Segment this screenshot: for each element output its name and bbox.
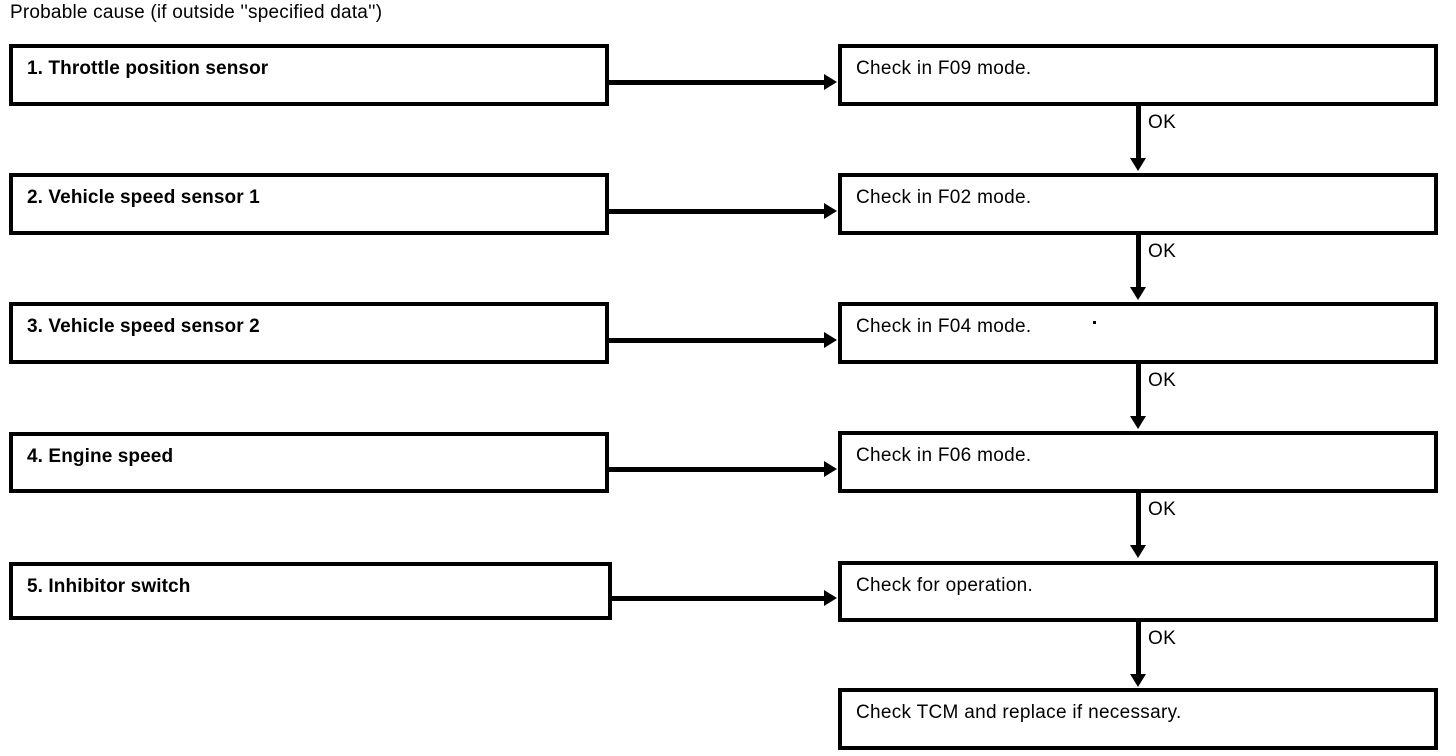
arrowhead-cause-4-to-check-4: [824, 461, 837, 477]
connector-check-5-to-check-6: [1136, 622, 1141, 676]
connector-cause-5-to-check-5: [612, 596, 828, 601]
arrowhead-cause-1-to-check-1: [824, 74, 837, 90]
arrowhead-check-2-to-check-3: [1130, 287, 1146, 300]
cause-box-3-label: 3. Vehicle speed sensor 2: [27, 316, 260, 337]
cause-box-2: 2. Vehicle speed sensor 1: [9, 173, 609, 235]
check-box-3: Check in F04 mode.: [838, 302, 1438, 364]
connector-check-2-to-check-3: [1136, 235, 1141, 289]
cause-box-4: 4. Engine speed: [9, 432, 609, 493]
connector-cause-4-to-check-4: [609, 467, 828, 472]
check-box-3-label: Check in F04 mode.: [856, 316, 1032, 337]
check-box-6: Check TCM and replace if necessary.: [838, 688, 1438, 750]
ok-label-2: OK: [1148, 241, 1177, 262]
cause-box-5: 5. Inhibitor switch: [9, 562, 612, 620]
connector-check-3-to-check-4: [1136, 364, 1141, 418]
check-box-5-label: Check for operation.: [856, 575, 1034, 596]
connector-cause-2-to-check-2: [609, 209, 828, 214]
print-speck: [1093, 321, 1096, 324]
cause-box-1-label: 1. Throttle position sensor: [27, 58, 269, 79]
check-box-1-label: Check in F09 mode.: [856, 58, 1032, 79]
connector-check-1-to-check-2: [1136, 106, 1141, 160]
ok-label-3: OK: [1148, 370, 1177, 391]
check-box-2: Check in F02 mode.: [838, 173, 1438, 235]
connector-check-4-to-check-5: [1136, 493, 1141, 547]
arrowhead-check-4-to-check-5: [1130, 545, 1146, 558]
cause-box-5-label: 5. Inhibitor switch: [27, 576, 191, 597]
check-box-5: Check for operation.: [838, 561, 1438, 622]
arrowhead-cause-5-to-check-5: [824, 590, 837, 606]
arrowhead-cause-2-to-check-2: [824, 203, 837, 219]
check-box-2-label: Check in F02 mode.: [856, 187, 1032, 208]
diagram-caption: Probable cause (if outside ''specified d…: [10, 2, 383, 23]
cause-box-1: 1. Throttle position sensor: [9, 44, 609, 106]
ok-label-4: OK: [1148, 499, 1177, 520]
connector-cause-1-to-check-1: [609, 80, 828, 85]
check-box-4: Check in F06 mode.: [838, 431, 1438, 493]
arrowhead-check-3-to-check-4: [1130, 416, 1146, 429]
arrowhead-check-1-to-check-2: [1130, 158, 1146, 171]
ok-label-1: OK: [1148, 112, 1177, 133]
cause-box-4-label: 4. Engine speed: [27, 446, 174, 467]
check-box-1: Check in F09 mode.: [838, 44, 1438, 106]
cause-box-2-label: 2. Vehicle speed sensor 1: [27, 187, 260, 208]
arrowhead-cause-3-to-check-3: [824, 332, 837, 348]
arrowhead-check-5-to-check-6: [1130, 674, 1146, 687]
cause-box-3: 3. Vehicle speed sensor 2: [9, 302, 609, 364]
check-box-4-label: Check in F06 mode.: [856, 445, 1032, 466]
ok-label-5: OK: [1148, 628, 1177, 649]
check-box-6-label: Check TCM and replace if necessary.: [856, 702, 1182, 723]
connector-cause-3-to-check-3: [609, 338, 828, 343]
